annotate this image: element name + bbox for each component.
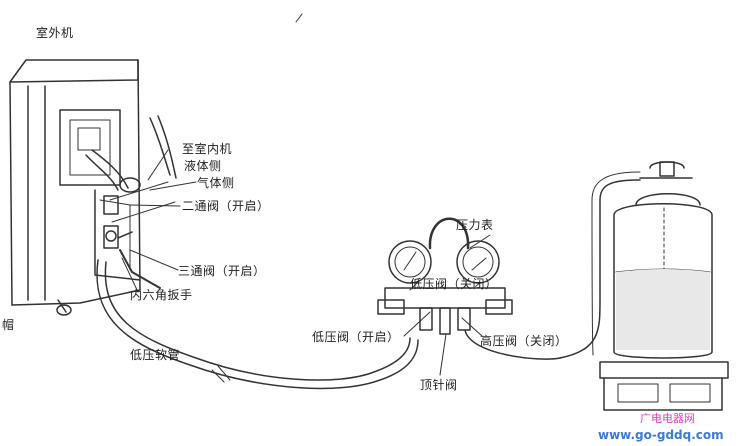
- gas-side-label: 气体侧: [197, 176, 235, 190]
- tank-hose: [559, 179, 641, 359]
- two-way-valve-label: 二通阀（开启）: [182, 199, 270, 213]
- gauge-manifold: [377, 217, 561, 360]
- liquid-side-label: 液体侧: [184, 159, 222, 173]
- watermark-url: www.go-gddq.com: [598, 428, 724, 442]
- outdoor-unit-label: 室外机: [36, 26, 74, 40]
- low-valve-open-label: 低压阀（开启）: [312, 330, 400, 344]
- pressure-gauge-label: 压力表: [456, 218, 494, 232]
- hex-wrench: [119, 249, 161, 289]
- high-valve-closed-label: 高压阀（关闭）: [480, 334, 568, 348]
- cap-label: 帽: [2, 318, 15, 332]
- refrigerant-liquid: [616, 269, 710, 350]
- low-valve-closed-label: 低压阀（关闭）: [410, 277, 498, 291]
- low-pressure-hose-label: 低压软管: [130, 348, 181, 362]
- to-indoor-unit-label: 至室内机: [182, 142, 233, 156]
- watermark-title: 广电电器网: [640, 412, 695, 425]
- hex-wrench-label: 内六角扳手: [130, 288, 193, 302]
- low-pressure-hose: [96, 259, 419, 390]
- three-way-valve-label: 三通阀（开启）: [178, 264, 266, 278]
- leader-lines: [121, 13, 491, 376]
- service-valves: [103, 195, 133, 249]
- thimble-valve-label: 顶针阀: [420, 378, 458, 392]
